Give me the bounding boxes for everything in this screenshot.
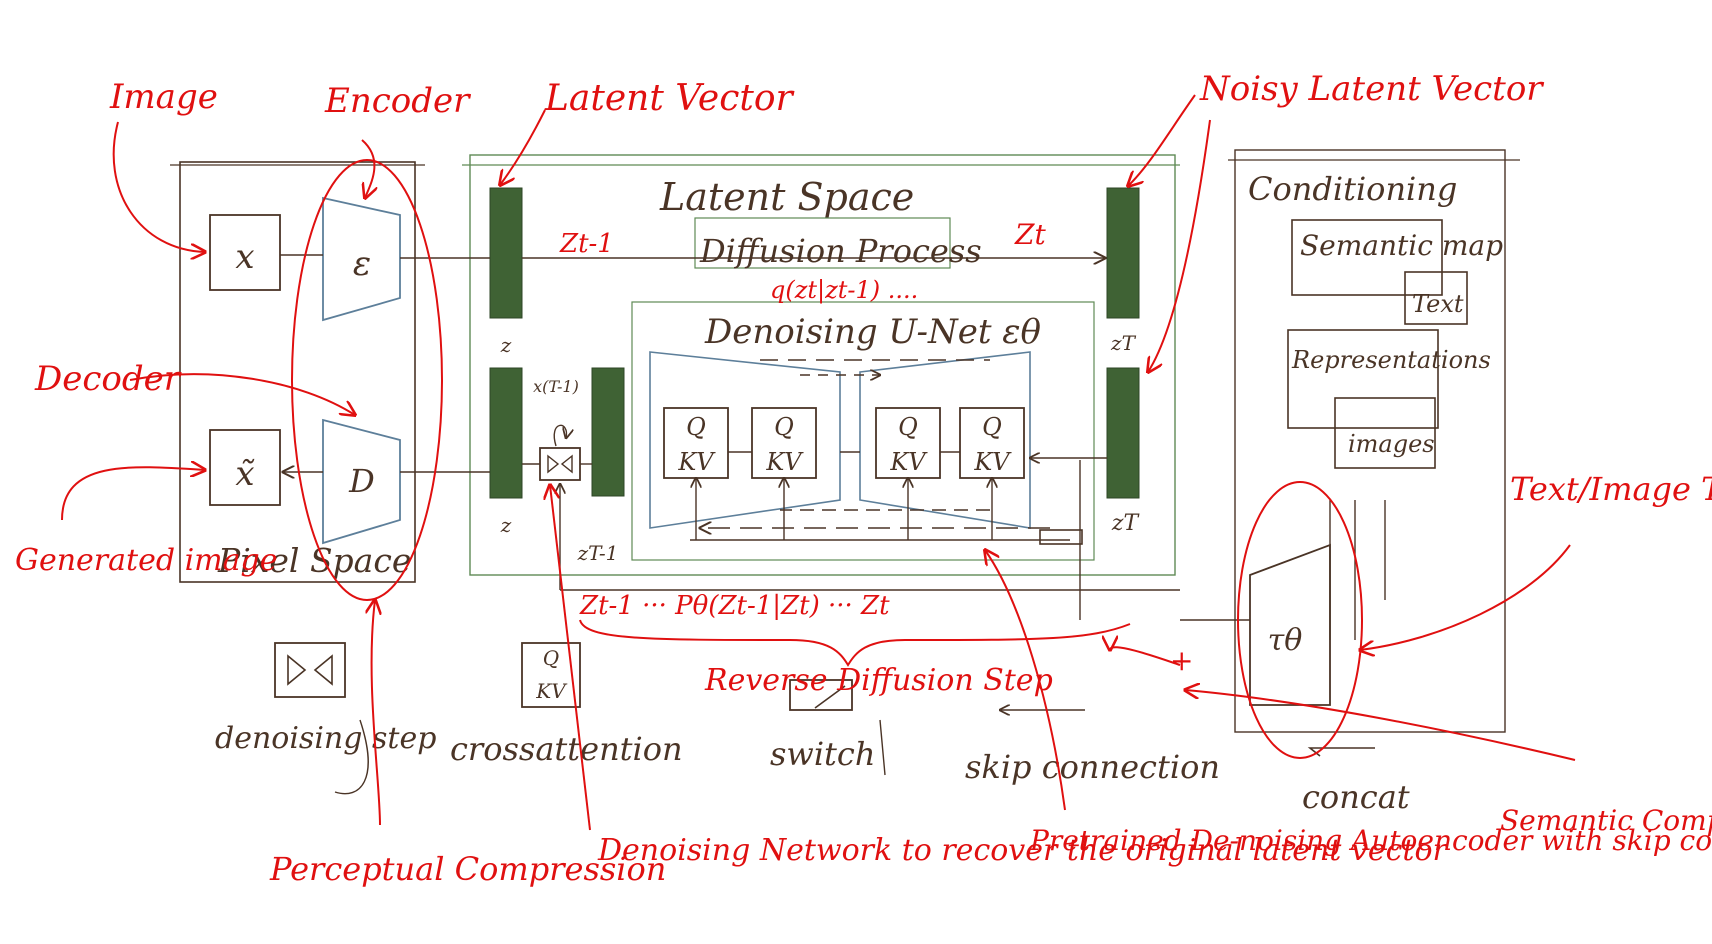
latent-space-label: Latent Space [659,175,914,219]
semantic-compression-ellipse [1237,481,1363,759]
decoder-block [322,418,401,545]
svg-text:KV: KV [973,448,1012,476]
encoder-symbol: ε [353,244,371,284]
switch-in-unet [1039,529,1083,545]
output-image-block: x̃ [209,429,281,506]
svg-text:KV: KV [889,448,928,476]
encoder-annotation: Encoder [324,81,471,121]
decoder-symbol: D [348,462,375,500]
svg-text:Q: Q [982,413,1002,441]
svg-text:KV: KV [535,679,568,703]
plus-annotation: + [1170,644,1193,677]
svg-text:Q: Q [898,413,918,441]
svg-text:KV: KV [765,448,804,476]
latent-space-panel: Latent Space z z zT zT zT-1 x(T-1) Diffu… [400,154,1180,620]
latent-bar-zT-1 [591,367,625,497]
svg-text:concat: concat [1302,778,1410,816]
z-label-bottom: z [500,513,512,537]
svg-text:images: images [1348,430,1435,458]
legend-switch: switch [770,679,886,776]
diffusion-process-box [694,217,951,269]
images-box [1334,397,1436,469]
x-tilde-symbol: x̃ [235,454,255,494]
qkv-block-3: Q KV [875,407,941,479]
conditioning-label: Conditioning [1248,170,1457,208]
latent-bar-z-top [489,187,523,319]
pretrained-denoising-annotation: Pretrained De-noising Autoencoder with s… [1029,824,1712,857]
annotations: Image Encoder Latent Vector Noisy Latent… [15,69,1712,888]
zT-1-label: zT-1 [577,541,619,565]
x-symbol: x [235,237,254,277]
zT-label-bottom: zT [1111,511,1141,536]
qkv-block-2: Q KV [751,407,817,479]
semantic-map-box [1291,219,1443,296]
denoising-network-annotation: Denoising Network to recover the origina… [597,833,1449,868]
svg-text:switch: switch [770,735,875,773]
text-box [1404,271,1468,325]
generated-image-annotation: Generated image [15,543,277,578]
unet-region [631,301,1095,561]
image-annotation: Image [109,77,218,117]
svg-text:Q: Q [543,646,559,670]
latent-vector-annotation: Latent Vector [544,78,795,119]
zt-annotation: Zt [1014,218,1046,251]
latent-bar-zT-top [1106,187,1140,319]
perceptual-compression-ellipse [291,159,443,601]
z-label-top: z [500,333,512,357]
svg-text:KV: KV [677,448,716,476]
legend-skip-connection: skip connection [965,710,1220,786]
latent-bar-zT-bottom [1106,367,1140,499]
legend-concat: concat [1302,747,1410,816]
svg-text:crossattention: crossattention [450,730,683,768]
conditioning-panel: Conditioning Semantic map Text Represent… [1180,149,1520,733]
svg-text:Q: Q [774,413,794,441]
tau-theta-block [1249,543,1331,706]
unet-label: Denoising U-Net εθ [704,312,1041,352]
reverse-diffusion-annotation: Reverse Diffusion Step [704,663,1053,698]
xT-1-label: x(T-1) [533,377,579,396]
q-formula-annotation: q(zt|zt-1) .... [770,276,918,305]
qkv-block-4: Q KV [959,407,1025,479]
zt-1-annotation: Zt-1 [559,229,614,259]
zT-label-top: zT [1110,331,1137,355]
perceptual-compression-annotation: Perceptual Compression [269,850,666,888]
svg-text:skip connection: skip connection [965,748,1220,786]
svg-text:Semantic map: Semantic map [1300,229,1503,262]
legend-denoising-step: denoising step [215,642,436,756]
input-image-block: x [209,214,281,291]
decoder-annotation: Decoder [34,359,182,399]
encoder-block [322,196,401,322]
svg-text:denoising step: denoising step [215,721,436,756]
svg-text:Q: Q [686,413,706,441]
unet-encoder-half [649,351,841,529]
tau-theta-symbol: τθ [1268,623,1303,658]
unet-decoder-half [859,351,1031,529]
pixel-space-panel: x x̃ ε D Pixel Space [170,161,425,583]
transformer-annotation: Text/Image Transformer [1510,470,1712,508]
denoising-step-in-latent [539,447,581,481]
reverse-formula-annotation: Zt-1 ··· Pθ(Zt-1|Zt) ··· Zt [579,591,890,621]
pixel-space-label: Pixel Space [217,541,411,580]
qkv-block-1: Q KV [663,407,729,479]
latent-bar-z-bottom [489,367,523,499]
legend: denoising step Q KV crossattention switc… [215,642,1410,816]
svg-text:Text: Text [1412,290,1464,318]
legend-crossattention: Q KV crossattention [450,642,683,768]
representations-box [1287,329,1439,429]
svg-text:Representations: Representations [1291,346,1491,374]
noisy-latent-annotation: Noisy Latent Vector [1199,69,1544,109]
diffusion-process-label: Diffusion Process [699,232,982,270]
semantic-compression-annotation: Semantic Compression [1500,804,1712,837]
